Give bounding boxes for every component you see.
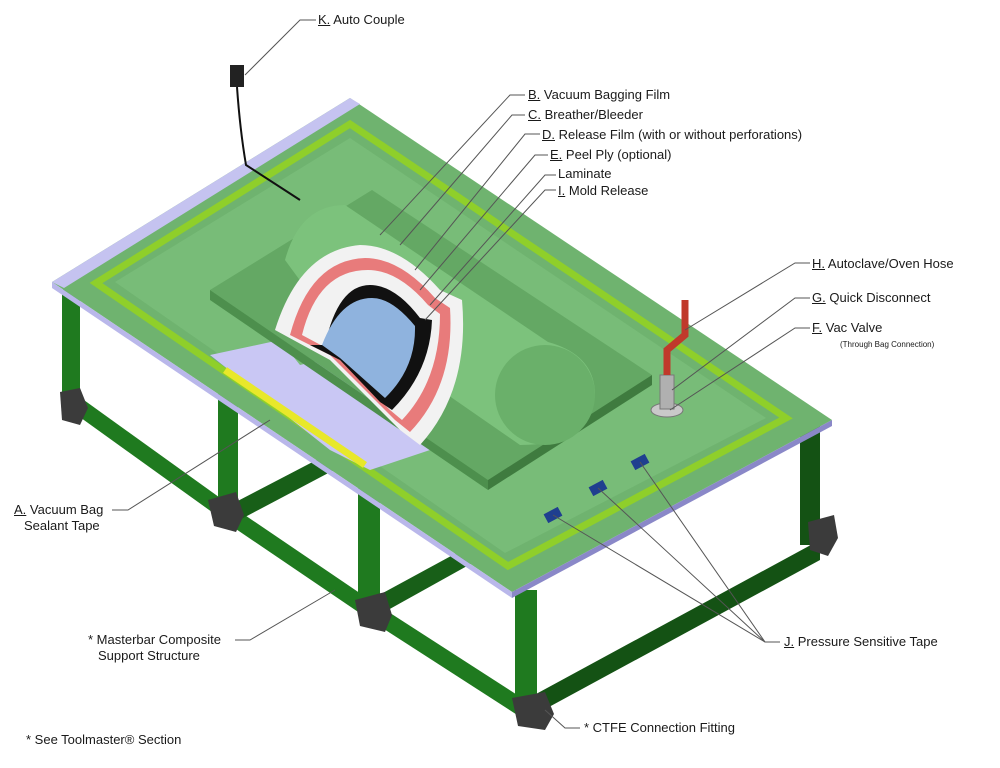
label-j-text: Pressure Sensitive Tape: [797, 634, 938, 649]
label-laminate: Laminate: [558, 166, 611, 182]
label-ctfe: * CTFE Connection Fitting: [584, 720, 736, 735]
leader-d: [414, 133, 540, 271]
auto-couple: [230, 65, 301, 201]
label-j-letter: J.: [784, 634, 795, 649]
label-d-letter: D.: [542, 127, 555, 142]
leader-lines: [112, 19, 810, 729]
label-a-letter: A.: [14, 502, 27, 517]
label-masterbar-2: Support Structure: [98, 648, 200, 663]
leader-h: [684, 262, 810, 331]
label-c-text: Breather/Bleeder: [544, 107, 643, 122]
leader-g: [671, 297, 810, 391]
frame-leg-5: [800, 420, 820, 545]
label-auto-couple: K. Auto Couple: [318, 12, 405, 28]
leader-masterbar: [235, 589, 336, 641]
frame-leg-4: [515, 590, 537, 705]
sealant-tape-strip: [223, 367, 367, 468]
label-h-text: Autoclave/Oven Hose: [827, 256, 954, 271]
frame-beam-lower-mid-2: [370, 600, 525, 720]
label-f-text: Vac Valve: [825, 320, 883, 335]
foot-5: [808, 515, 838, 556]
foot-4: [512, 692, 554, 730]
label-sealant-tape-2: Sealant Tape: [24, 518, 100, 533]
label-b-text: Vacuum Bagging Film: [543, 87, 671, 102]
frame-leg-1: [62, 290, 80, 408]
auto-couple-cord: [236, 86, 301, 201]
autoclave-hose: [663, 300, 689, 375]
leader-c: [399, 114, 525, 246]
label-b-letter: B.: [528, 87, 541, 102]
label-laminate-text: Laminate: [558, 166, 612, 181]
leader-b: [379, 94, 525, 236]
label-i-letter: I.: [558, 183, 566, 198]
leader-j-2: [597, 487, 766, 643]
label-pressure-tape: J. Pressure Sensitive Tape: [784, 634, 938, 650]
leader-e: [419, 154, 548, 291]
frame-beam-lower-left: [70, 390, 230, 525]
label-mold-release: I. Mold Release: [558, 183, 648, 199]
leader-j-3: [639, 461, 766, 643]
leader-f: [669, 327, 810, 411]
auto-couple-plug: [230, 65, 244, 87]
label-release-film: D. Release Film (with or without perfora…: [542, 127, 802, 143]
label-e-text: Peel Ply (optional): [565, 147, 672, 162]
frame-beam-lower-mid-1: [230, 505, 370, 620]
label-quick-disconnect: G. Quick Disconnect: [812, 290, 931, 306]
label-sealant-tape: A. Vacuum Bag: [14, 502, 103, 518]
label-f-letter: F.: [812, 320, 823, 335]
label-vac-valve-note: (Through Bag Connection): [840, 340, 935, 349]
label-k-text: Auto Couple: [333, 12, 405, 27]
label-autoclave-hose: H. Autoclave/Oven Hose: [812, 256, 954, 272]
footnote: * See Toolmaster® Section: [26, 732, 182, 747]
frame-leg-3: [358, 480, 380, 605]
leader-i: [424, 189, 556, 321]
leader-a: [112, 419, 271, 511]
label-h-letter: H.: [812, 256, 825, 271]
plate-edge-left: [52, 282, 512, 598]
plate-film-left-edge: [52, 98, 360, 288]
label-i-text: Mold Release: [568, 183, 649, 198]
foot-2: [208, 492, 244, 532]
label-d-text: Release Film (with or without perforatio…: [558, 127, 803, 142]
raised-mold: [210, 190, 652, 490]
label-g-text: Quick Disconnect: [829, 290, 931, 305]
label-a-text: Vacuum Bag: [29, 502, 104, 517]
label-c-letter: C.: [528, 107, 541, 122]
leader-laminate: [429, 174, 556, 306]
mold-cylinder-end: [495, 345, 595, 445]
label-k-letter: K.: [318, 12, 331, 27]
layer-mold-release: [322, 298, 416, 398]
label-masterbar: * Masterbar Composite: [88, 632, 221, 647]
label-breather: C. Breather/Bleeder: [528, 107, 643, 123]
label-e-letter: E.: [550, 147, 563, 162]
label-vacuum-bagging-film: B. Vacuum Bagging Film: [528, 87, 670, 103]
foot-1: [60, 388, 88, 425]
foot-3: [355, 592, 392, 632]
plate-edge-right: [512, 420, 832, 598]
label-g-letter: G.: [812, 290, 826, 305]
frame-leg-2: [218, 390, 238, 510]
leader-k: [244, 19, 316, 76]
frame-beam-lower-right: [525, 540, 820, 720]
label-vac-valve: F. Vac Valve: [812, 320, 882, 336]
quick-disconnect: [659, 374, 675, 410]
label-peel-ply: E. Peel Ply (optional): [550, 147, 671, 163]
leader-ctfe: [544, 709, 580, 729]
